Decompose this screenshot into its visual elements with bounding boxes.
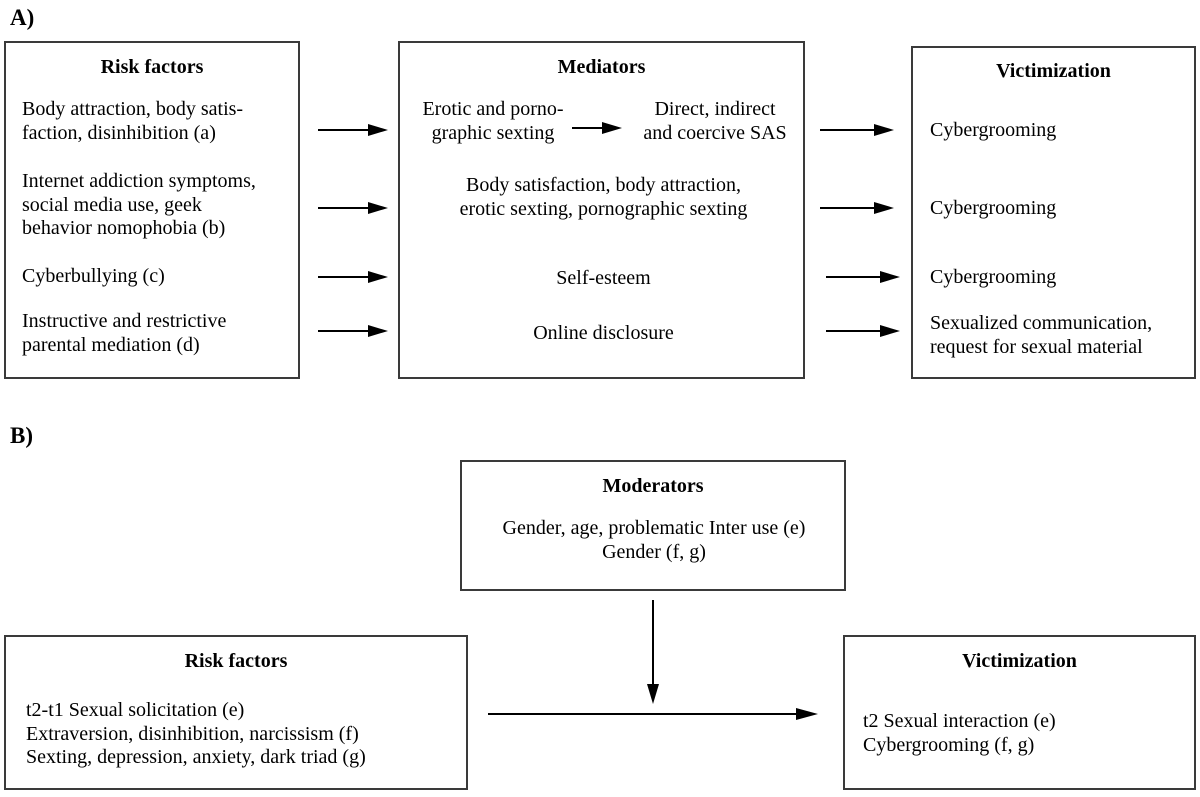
arrow-risk-to-mediator-d bbox=[318, 324, 388, 338]
panel-a-victim-item-c: Cybergrooming bbox=[930, 266, 1057, 288]
arrow-risk-to-mediator-a bbox=[318, 123, 388, 137]
panel-a-victim-item-a: Cybergrooming bbox=[930, 119, 1057, 141]
arrow-mediator-to-victim-d bbox=[826, 324, 900, 338]
panel-b-moderators-items: Gender, age, problematic Inter use (e) G… bbox=[502, 517, 806, 563]
panel-a-mediator-sas: Direct, indirect and coercive SAS bbox=[643, 98, 787, 144]
panel-a-risk-item-b: Internet addiction symptoms, social medi… bbox=[22, 170, 256, 240]
arrow-mediator-to-victim-a bbox=[820, 123, 894, 137]
panel-a-risk-item-a: Body attraction, body satis- faction, di… bbox=[22, 98, 244, 144]
arrow-moderators-to-path bbox=[645, 600, 661, 704]
arrow-mediator-to-victim-b bbox=[820, 201, 894, 215]
panel-b-moderators-box: Moderators Gender, age, problematic Inte… bbox=[460, 460, 846, 591]
panel-a-mediator-body-sexting: Body satisfaction, body attraction, erot… bbox=[459, 174, 748, 220]
arrow-risk-to-mediator-b bbox=[318, 201, 388, 215]
panel-a-victim-item-d: Sexualized communication, request for se… bbox=[930, 312, 1153, 358]
panel-a-mediators-box: Mediators Erotic and porno- graphic sext… bbox=[398, 41, 805, 379]
panel-b-victimization-items: t2 Sexual interaction (e) Cybergrooming … bbox=[863, 710, 1056, 756]
arrow-mediator-to-victim-c bbox=[826, 270, 900, 284]
panel-b-risk-factors-box: Risk factors t2-t1 Sexual solicitation (… bbox=[4, 635, 468, 790]
panel-b-label: B) bbox=[10, 423, 33, 448]
arrow-risk-to-victimization bbox=[488, 707, 818, 721]
panel-a-risk-factors-title: Risk factors bbox=[100, 56, 204, 78]
panel-a-victimization-box: Victimization Cybergrooming Cybergroomin… bbox=[911, 46, 1196, 379]
arrow-sexting-to-sas bbox=[572, 121, 622, 135]
panel-a-risk-item-d: Instructive and restrictive parental med… bbox=[22, 310, 227, 356]
panel-b-victimization-title: Victimization bbox=[962, 650, 1077, 672]
panel-a-risk-factors-box: Risk factors Body attraction, body satis… bbox=[4, 41, 300, 379]
arrow-risk-to-mediator-c bbox=[318, 270, 388, 284]
panel-a-mediators-title: Mediators bbox=[557, 56, 646, 78]
panel-b-risk-factors-title: Risk factors bbox=[184, 650, 288, 672]
panel-b-moderators-title: Moderators bbox=[602, 475, 704, 497]
panel-b-risk-factors-items: t2-t1 Sexual solicitation (e) Extraversi… bbox=[26, 699, 366, 769]
panel-a-mediator-online-disclosure: Online disclosure bbox=[533, 322, 674, 344]
panel-a-mediator-sexting: Erotic and porno- graphic sexting bbox=[422, 98, 564, 144]
panel-b-victimization-box: Victimization t2 Sexual interaction (e) … bbox=[843, 635, 1196, 790]
panel-a-victim-item-b: Cybergrooming bbox=[930, 197, 1057, 219]
panel-a-label: A) bbox=[10, 5, 35, 30]
panel-a-risk-item-c: Cyberbullying (c) bbox=[22, 265, 165, 287]
panel-a-mediator-self-esteem: Self-esteem bbox=[556, 267, 651, 289]
panel-a-victimization-title: Victimization bbox=[996, 60, 1111, 82]
